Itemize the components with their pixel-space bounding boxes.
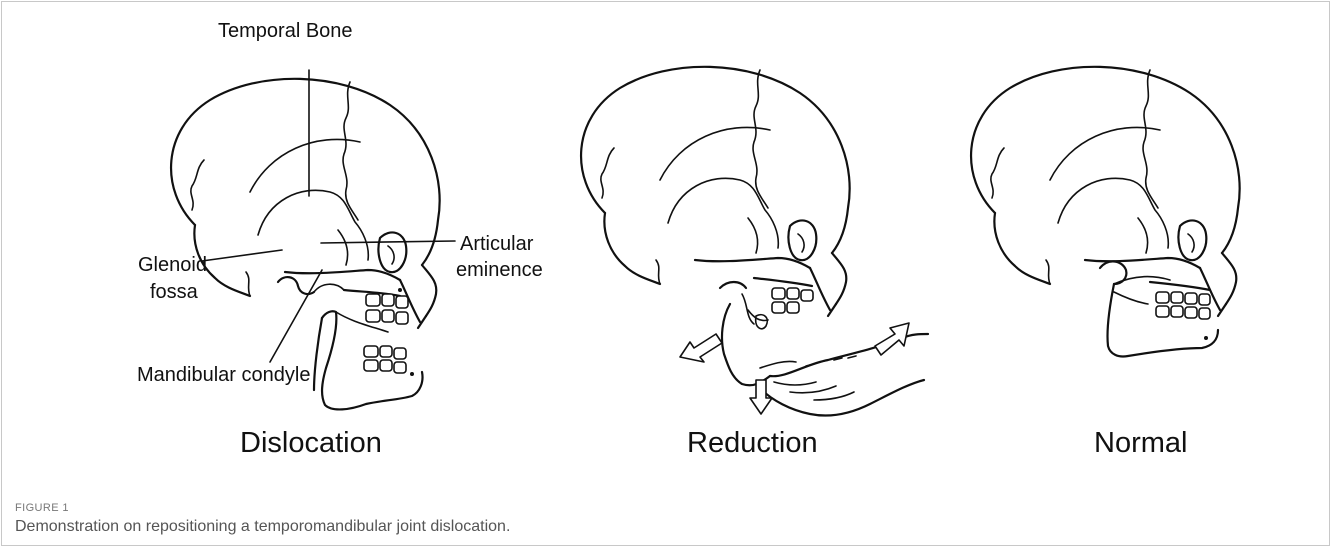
panel-normal: Normal xyxy=(971,67,1240,459)
label-temporal-bone: Temporal Bone xyxy=(218,20,353,42)
figure-number: FIGURE 1 xyxy=(15,502,69,514)
panel-dislocation: Temporal Bone Glenoid fossa Articular em… xyxy=(137,20,543,459)
label-mandibular-condyle: Mandibular condyle xyxy=(137,364,310,386)
skull-normal xyxy=(971,67,1240,357)
skull-dislocation xyxy=(171,79,440,410)
arrow-up-right xyxy=(875,323,909,355)
panel-reduction: Reduction xyxy=(581,67,928,459)
arrow-down-left xyxy=(680,334,722,362)
skull-reduction xyxy=(581,67,928,416)
articular-eminence-leader xyxy=(321,241,455,243)
panel-title-reduction: Reduction xyxy=(687,427,818,459)
panel-title-dislocation: Dislocation xyxy=(240,427,382,459)
label-articular-line2: eminence xyxy=(456,259,543,281)
label-glenoid-line1: Glenoid xyxy=(138,254,207,276)
figure-caption: Demonstration on repositioning a temporo… xyxy=(15,518,510,536)
label-glenoid-line2: fossa xyxy=(150,281,199,303)
mandibular-condyle-leader xyxy=(270,270,322,362)
glenoid-fossa-leader xyxy=(202,250,282,261)
panel-title-normal: Normal xyxy=(1094,427,1187,459)
label-articular-line1: Articular xyxy=(460,233,534,255)
